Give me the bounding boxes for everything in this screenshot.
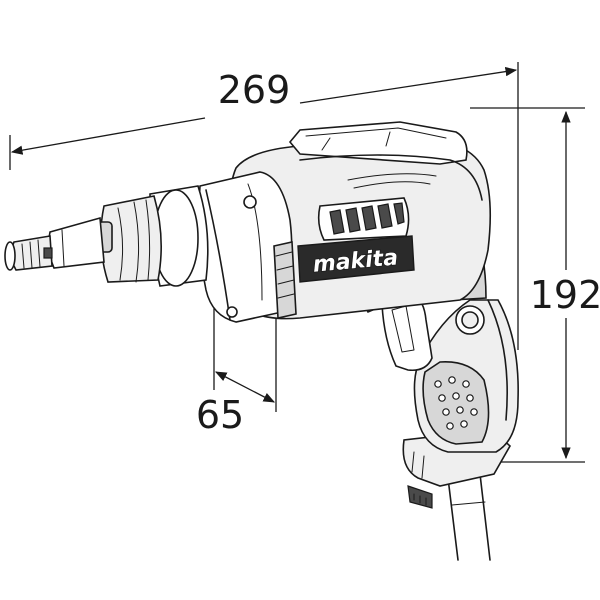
gear-housing: [198, 171, 297, 323]
head-length-dimension: 65: [196, 300, 277, 437]
head-length-dimension-label: 65: [196, 393, 244, 437]
screwdriver-illustration: makita: [4, 121, 519, 561]
brand-plate: [297, 235, 415, 283]
length-dimension-label: 269: [218, 68, 291, 112]
length-dimension-line-left: [10, 117, 206, 155]
reverse-switch: [273, 241, 297, 319]
vent-slots: [317, 197, 410, 241]
head-dimension-line: [214, 371, 276, 403]
height-dimension-label: 192: [530, 273, 600, 317]
length-dimension-line-right: [299, 66, 518, 104]
belt-hook: [288, 121, 468, 165]
bit-holder: [4, 216, 105, 271]
nosepiece: [97, 185, 209, 287]
power-cord: [447, 473, 491, 561]
handle: [413, 299, 519, 453]
lock-button: [455, 305, 485, 335]
height-dimension: 192: [470, 107, 600, 463]
grip-texture: [434, 376, 478, 430]
brand-badge: makita: [297, 235, 415, 283]
length-dimension: 269: [9, 62, 519, 350]
